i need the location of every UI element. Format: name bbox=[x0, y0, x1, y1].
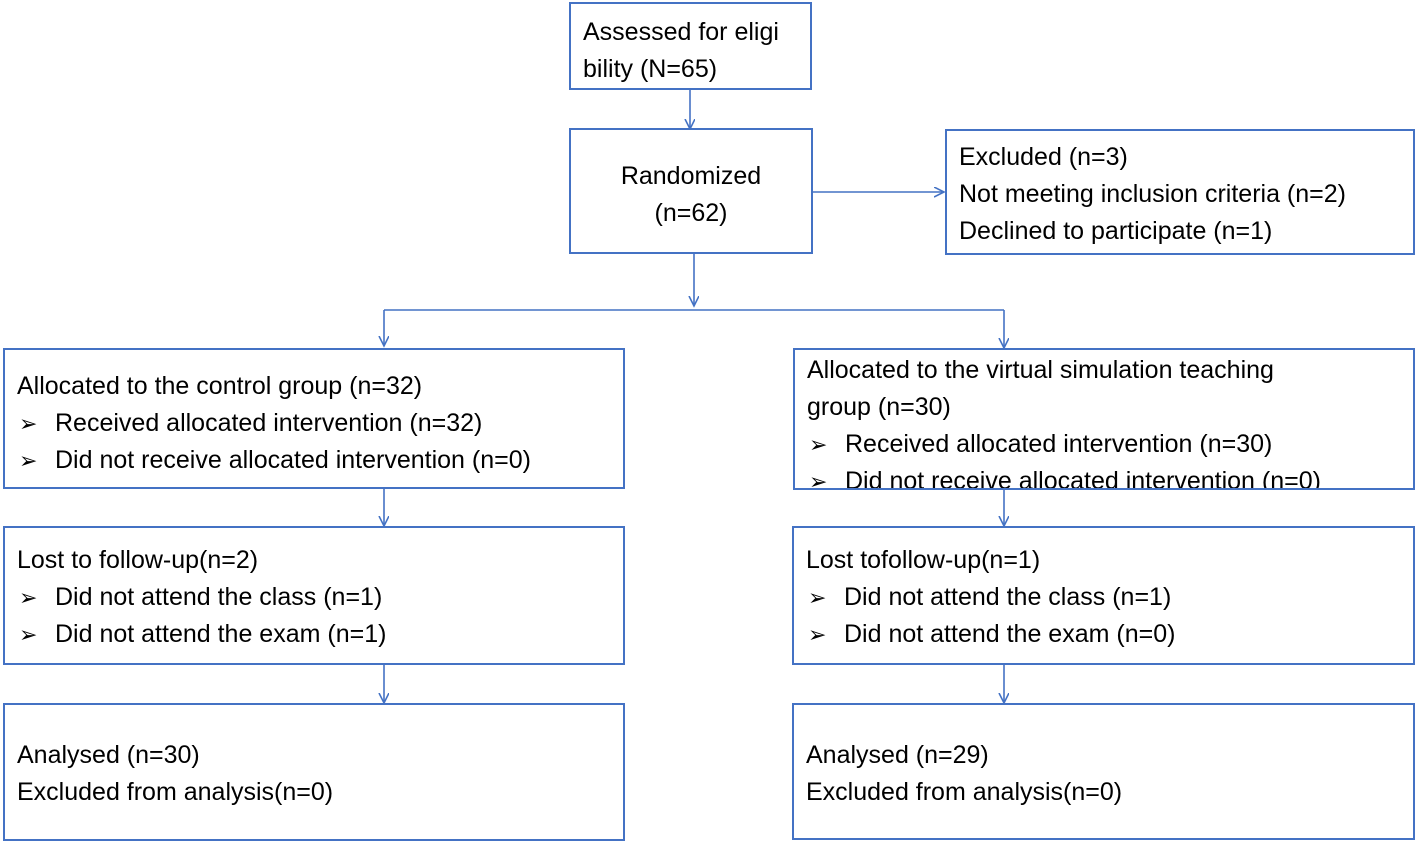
assessed-box: Assessed for eligi bility (N=65) bbox=[569, 2, 812, 90]
randomized-count: (n=62) bbox=[654, 199, 728, 227]
assessed-line-2: bility (N=65) bbox=[583, 55, 718, 83]
control-class-text: Did not attend the class (n=1) bbox=[55, 583, 383, 611]
virtual-received-text: Received allocated intervention (n=30) bbox=[845, 430, 1273, 458]
bullet-arrow-icon: ➢ bbox=[19, 411, 38, 436]
excluded-reason-declined: Declined to participate (n=1) bbox=[959, 217, 1273, 245]
virtual-allocation-title-line-1: Allocated to the virtual simulation teac… bbox=[807, 356, 1274, 384]
virtual-allocation-title-line-2: group (n=30) bbox=[807, 393, 951, 421]
bullet-arrow-icon: ➢ bbox=[808, 622, 827, 647]
virtual-exam-item: ➢ Did not attend the exam (n=0) bbox=[806, 616, 1401, 653]
control-followup-box: Lost to follow-up(n=2) ➢ Did not attend … bbox=[3, 526, 625, 665]
control-allocation-title: Allocated to the control group (n=32) bbox=[17, 372, 423, 400]
virtual-exam-text: Did not attend the exam (n=0) bbox=[844, 620, 1176, 648]
excluded-box: Excluded (n=3) Not meeting inclusion cri… bbox=[945, 129, 1415, 255]
virtual-not-received-item: ➢ Did not receive allocated intervention… bbox=[807, 463, 1401, 490]
control-followup-title: Lost to follow-up(n=2) bbox=[17, 546, 259, 574]
virtual-allocation-box: Allocated to the virtual simulation teac… bbox=[793, 348, 1415, 490]
control-allocation-box: Allocated to the control group (n=32) ➢ … bbox=[3, 348, 625, 489]
control-received-text: Received allocated intervention (n=32) bbox=[55, 409, 483, 437]
virtual-class-item: ➢ Did not attend the class (n=1) bbox=[806, 579, 1401, 616]
bullet-arrow-icon: ➢ bbox=[809, 469, 828, 490]
virtual-analysed: Analysed (n=29) bbox=[806, 741, 989, 769]
virtual-not-received-text: Did not receive allocated intervention (… bbox=[845, 467, 1321, 490]
control-not-received-text: Did not receive allocated intervention (… bbox=[55, 446, 531, 474]
control-excluded-from-analysis: Excluded from analysis(n=0) bbox=[17, 778, 334, 806]
control-analysis-box: Analysed (n=30) Excluded from analysis(n… bbox=[3, 703, 625, 841]
excluded-reason-criteria: Not meeting inclusion criteria (n=2) bbox=[959, 180, 1346, 208]
excluded-title: Excluded (n=3) bbox=[959, 143, 1128, 171]
control-exam-text: Did not attend the exam (n=1) bbox=[55, 620, 387, 648]
randomized-box: Randomized (n=62) bbox=[569, 128, 813, 254]
randomized-title: Randomized bbox=[620, 162, 762, 190]
bullet-arrow-icon: ➢ bbox=[19, 585, 38, 610]
virtual-excluded-from-analysis: Excluded from analysis(n=0) bbox=[806, 778, 1123, 806]
control-analysed: Analysed (n=30) bbox=[17, 741, 200, 769]
control-not-received-item: ➢ Did not receive allocated intervention… bbox=[17, 442, 611, 479]
virtual-analysis-box: Analysed (n=29) Excluded from analysis(n… bbox=[792, 703, 1415, 840]
bullet-arrow-icon: ➢ bbox=[808, 585, 827, 610]
bullet-arrow-icon: ➢ bbox=[19, 448, 38, 473]
virtual-received-item: ➢ Received allocated intervention (n=30) bbox=[807, 426, 1401, 463]
virtual-followup-title: Lost tofollow-up(n=1) bbox=[806, 546, 1041, 574]
assessed-line-1: Assessed for eligi bbox=[583, 18, 779, 46]
bullet-arrow-icon: ➢ bbox=[809, 432, 828, 457]
virtual-class-text: Did not attend the class (n=1) bbox=[844, 583, 1172, 611]
control-received-item: ➢ Received allocated intervention (n=32) bbox=[17, 405, 611, 442]
control-class-item: ➢ Did not attend the class (n=1) bbox=[17, 579, 611, 616]
control-exam-item: ➢ Did not attend the exam (n=1) bbox=[17, 616, 611, 653]
bullet-arrow-icon: ➢ bbox=[19, 622, 38, 647]
virtual-followup-box: Lost tofollow-up(n=1) ➢ Did not attend t… bbox=[792, 526, 1415, 665]
